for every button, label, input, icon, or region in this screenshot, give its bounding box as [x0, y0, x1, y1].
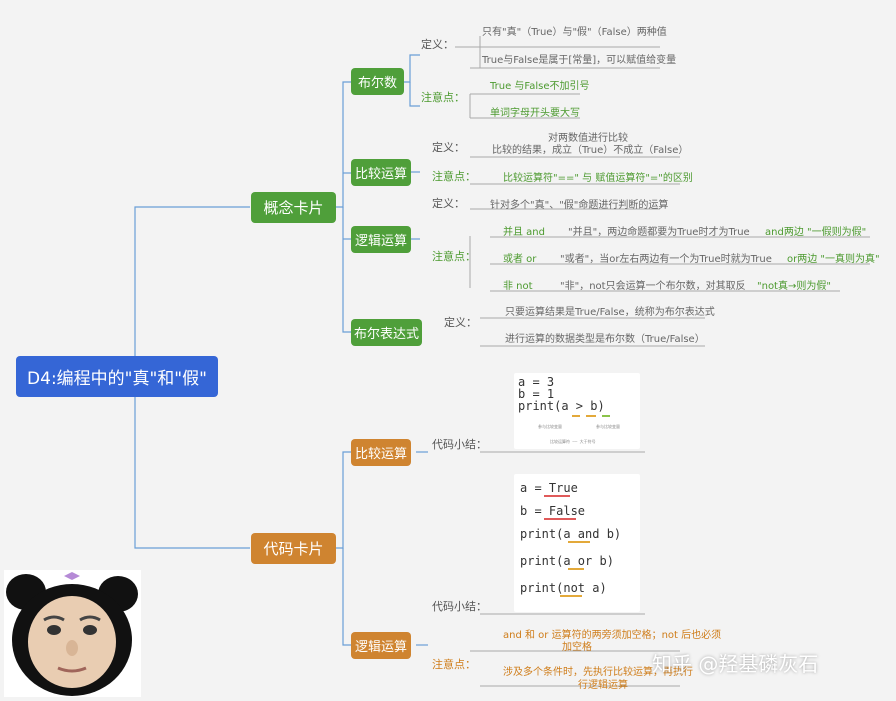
bool-expr-label: 布尔表达式: [353, 327, 419, 342]
code-line: print(a > b): [518, 399, 605, 413]
code-line: print(a or b): [520, 554, 614, 568]
code-logic-node[interactable]: 逻辑运算: [351, 632, 411, 659]
underline-mark: [544, 495, 570, 497]
logic-not-rule: "not真→则为假": [757, 281, 831, 292]
underline-mark: [568, 568, 584, 570]
underline-mark: [560, 595, 582, 597]
logic-or-rule: or两边 "一真则为真": [787, 254, 880, 265]
bool-node[interactable]: 布尔数: [351, 68, 404, 95]
compare-note-label: 注意点：: [432, 170, 476, 183]
bool-def-1: 只有"真"（True）与"假"（False）两种值: [482, 27, 667, 38]
annotation: 参与比较变量: [596, 424, 620, 429]
bool-note-label: 注意点：: [421, 91, 465, 104]
logic-node[interactable]: 逻辑运算: [351, 226, 411, 253]
code-logic-label: 逻辑运算: [354, 640, 407, 655]
bool-note-1: True 与False不加引号: [490, 81, 590, 92]
code-compare-label: 比较运算: [354, 447, 407, 462]
logic-and-rule: and两边 "一假则为假": [765, 227, 867, 238]
code-logic-note-2a: 涉及多个条件时，先执行比较运算，再执行: [503, 667, 693, 678]
compare-node[interactable]: 比较运算: [351, 159, 411, 186]
code-logic-label-text: 代码小结：: [432, 600, 487, 613]
code-logic-card: a = True b = False print(a and b) print(…: [514, 474, 640, 612]
bool-expr-node[interactable]: 布尔表达式: [351, 319, 422, 346]
logic-or-name: 或者 or: [503, 254, 537, 265]
logic-and-name: 并且 and: [503, 227, 545, 238]
compare-def-2: 比较的结果，成立（True）不成立（False）: [492, 145, 689, 156]
expr-def-1: 只要运算结果是True/False，统称为布尔表达式: [505, 307, 715, 318]
code-line: print(a and b): [520, 527, 622, 541]
logic-label: 逻辑运算: [354, 234, 407, 249]
logic-def-1: 针对多个"真"、"假"命题进行判断的运算: [490, 200, 669, 211]
code-compare-label-text: 代码小结：: [432, 438, 487, 451]
logic-not-desc: "非"，not只会运算一个布尔数，对其取反: [560, 281, 746, 292]
code-logic-note-label: 注意点：: [432, 658, 476, 671]
code-line: b = False: [520, 504, 586, 518]
compare-def-1: 对两数值进行比较: [548, 133, 628, 144]
annotation: 比较运算符 —— 大于符号: [550, 439, 596, 444]
expr-def-2: 进行运算的数据类型是布尔数（True/False）: [505, 334, 705, 345]
code-card-label: 代码卡片: [263, 540, 324, 558]
compare-label: 比较运算: [354, 167, 407, 182]
watermark: 知乎 @羟基磷灰石: [652, 652, 819, 676]
logic-or-desc: "或者"，当or左右两边有一个为True时就为True: [560, 254, 772, 265]
code-compare-card: a = 3 b = 1 print(a > b) 参与比较变量 参与比较变量 比…: [514, 373, 640, 449]
logic-note-label: 注意点：: [432, 250, 476, 263]
logic-not-name: 非 not: [503, 281, 533, 292]
underline-mark: [602, 415, 610, 417]
code-logic-note-2b: 行逻辑运算: [578, 680, 628, 691]
underline-mark: [572, 415, 580, 417]
concept-card-node[interactable]: 概念卡片: [251, 192, 336, 223]
logic-def-label: 定义：: [432, 197, 465, 210]
annotation: 参与比较变量: [538, 424, 562, 429]
code-line: b = 1: [518, 387, 555, 401]
bool-def-label: 定义：: [421, 38, 454, 51]
underline-mark: [544, 518, 576, 520]
code-line: a = 3: [518, 375, 555, 389]
code-line: print(not a): [520, 581, 607, 595]
bool-note-2: 单词字母开头要大写: [490, 108, 580, 119]
code-line: a = True: [520, 481, 578, 495]
compare-def-label: 定义：: [432, 141, 465, 154]
compare-note-1: 比较运算符"==" 与 赋值运算符"="的区别: [503, 173, 693, 184]
code-logic-note-1a: and 和 or 运算符的两旁须加空格；not 后也必须: [503, 630, 722, 641]
root-label: D4:编程中的"真"和"假": [27, 369, 207, 389]
code-card-node[interactable]: 代码卡片: [251, 533, 336, 564]
underline-mark: [586, 415, 596, 417]
concept-card-label: 概念卡片: [263, 199, 324, 217]
bool-def-2: True与False是属于[常量]，可以赋值给变量: [482, 55, 677, 66]
root-node[interactable]: D4:编程中的"真"和"假": [16, 356, 218, 397]
panda-meme-image: [4, 570, 141, 697]
code-logic-note-1b: 加空格: [562, 642, 592, 653]
code-compare-node[interactable]: 比较运算: [351, 439, 411, 466]
bool-label: 布尔数: [357, 76, 397, 91]
expr-def-label: 定义：: [444, 316, 477, 329]
underline-mark: [568, 541, 590, 543]
logic-and-desc: "并且"，两边命题都要为True时才为True: [568, 227, 750, 238]
